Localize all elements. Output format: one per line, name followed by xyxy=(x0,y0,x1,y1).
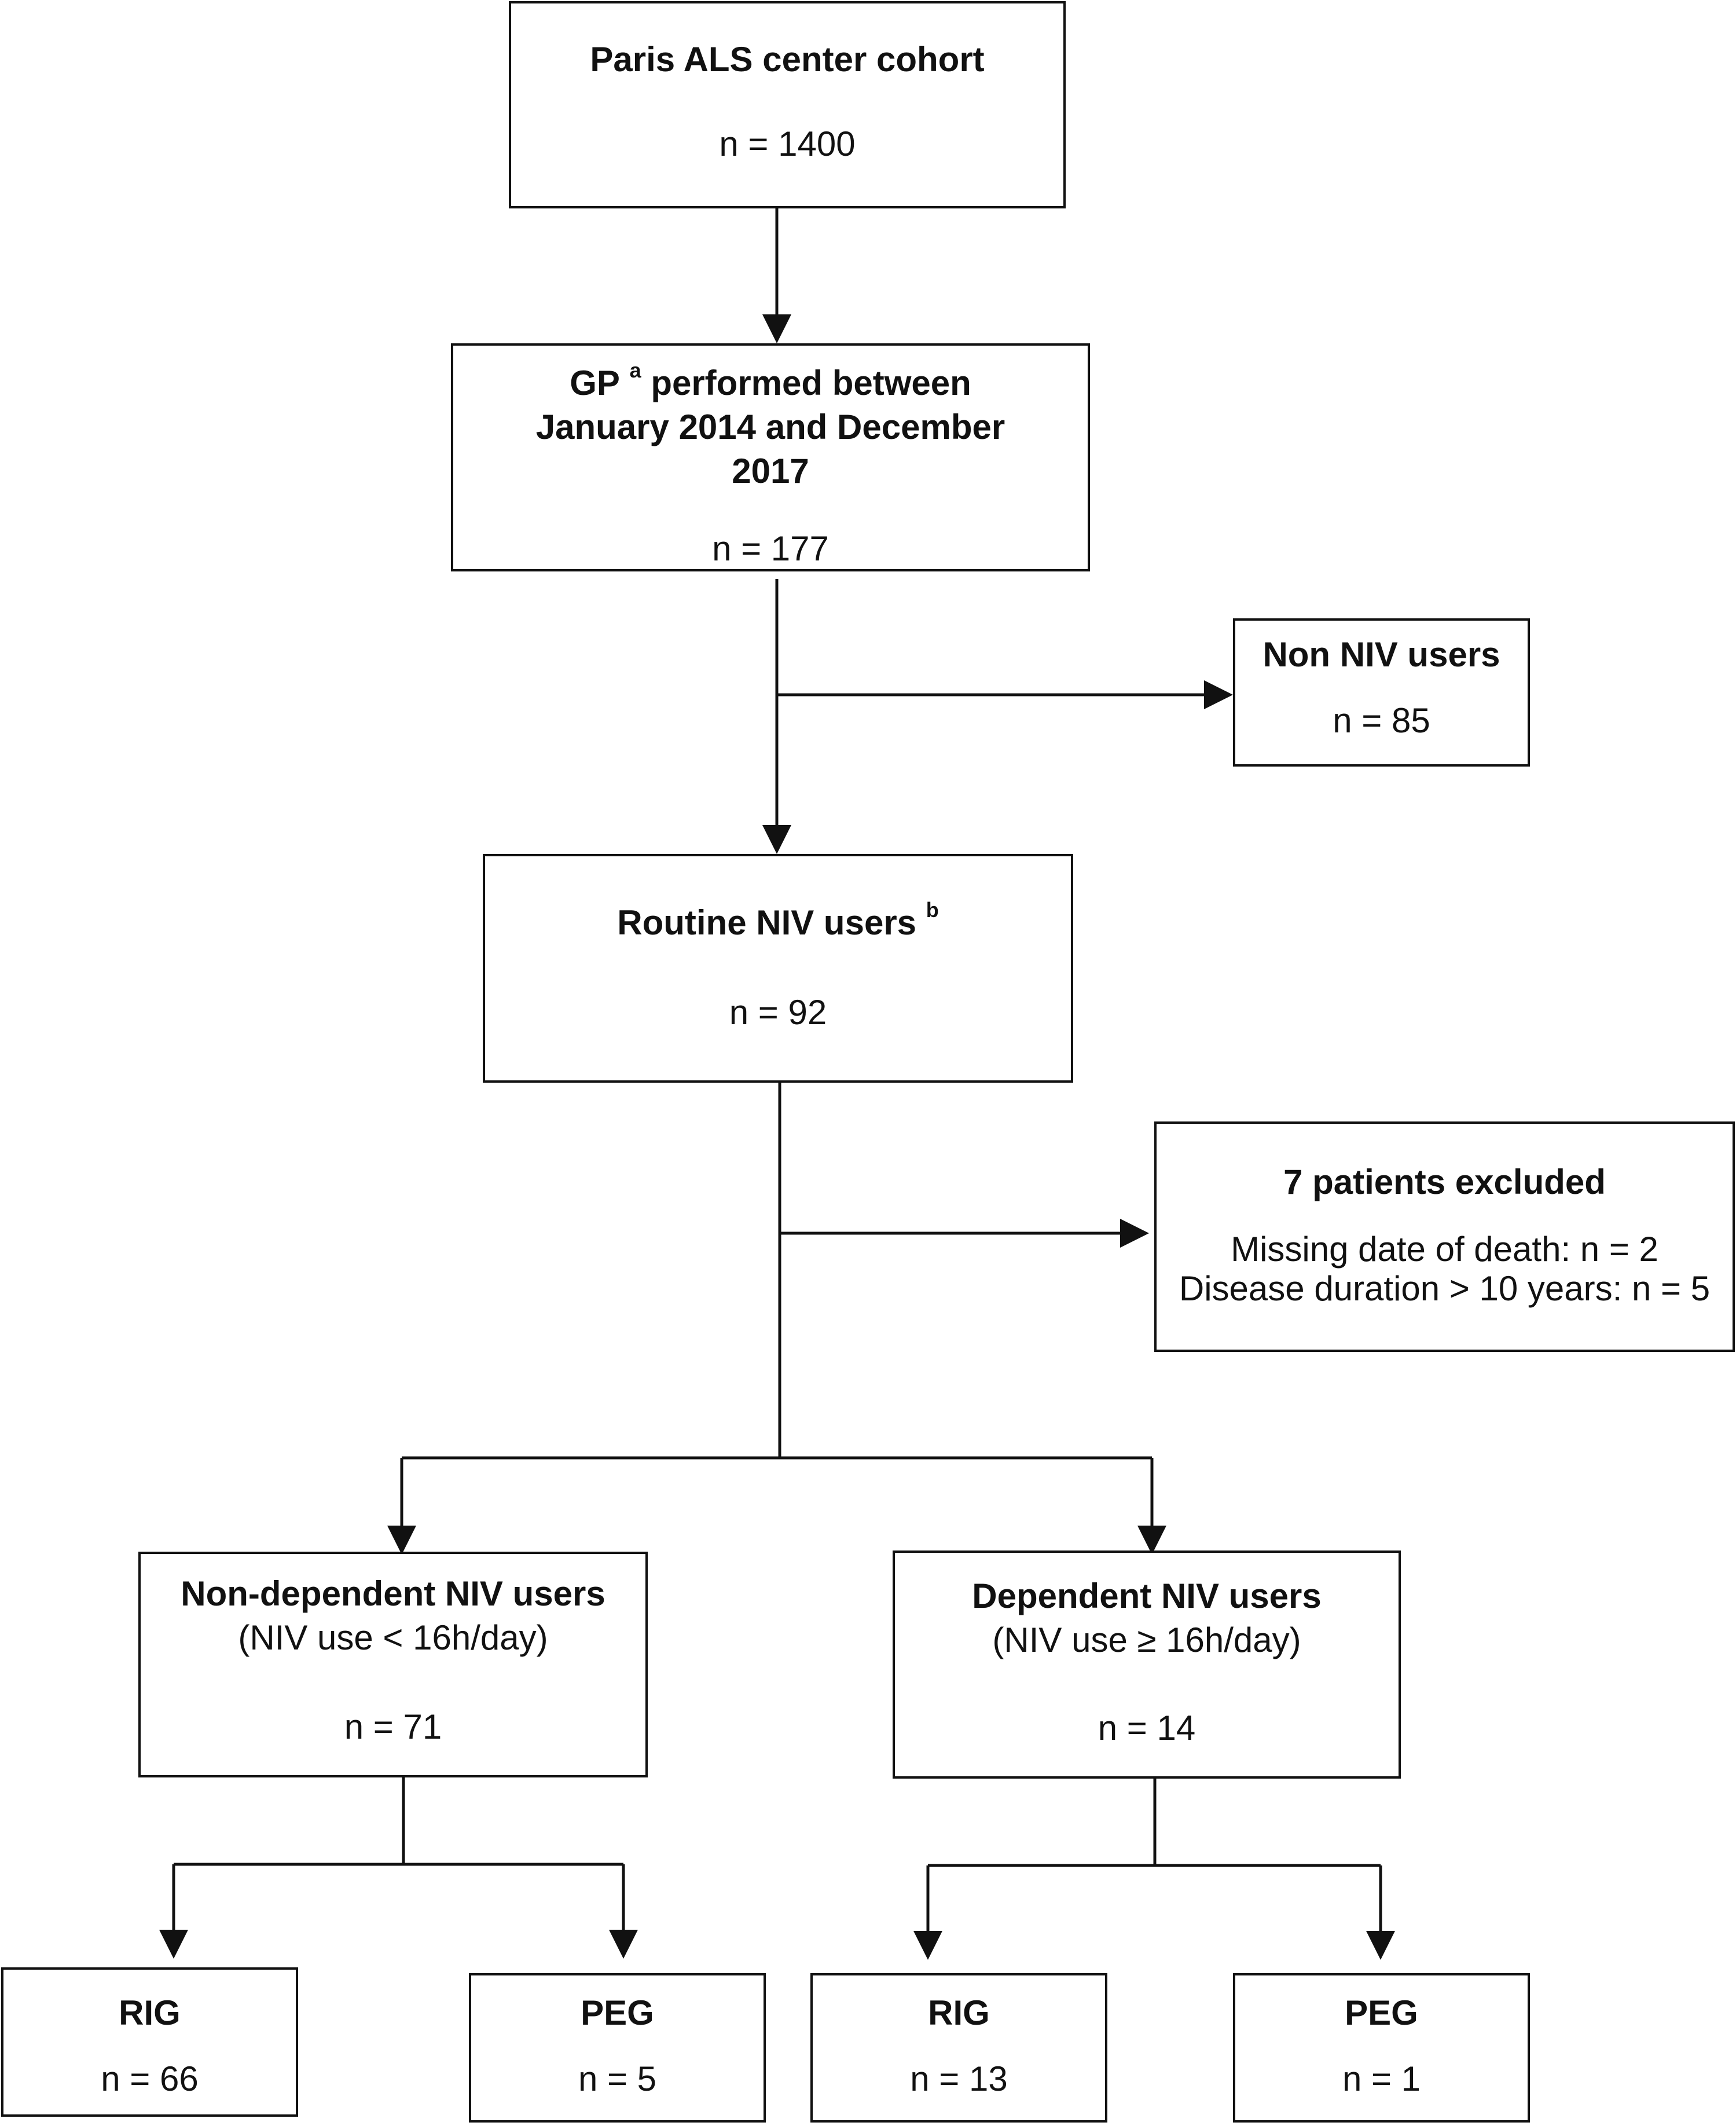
rig-non-dependent-box: RIG n = 66 xyxy=(1,1967,298,2117)
rig-dependent-title: RIG xyxy=(928,1993,990,2032)
non-dependent-box: Non-dependent NIV users (NIV use < 16h/d… xyxy=(138,1552,648,1777)
routine-title-text: Routine NIV users xyxy=(617,903,917,942)
gp-title-line3: 2017 xyxy=(732,452,809,490)
dependent-title: Dependent NIV users xyxy=(972,1577,1322,1615)
non-niv-box: Non NIV users n = 85 xyxy=(1233,618,1530,767)
gp-title-line1: GP a performed between xyxy=(453,358,1088,403)
rig-non-dependent-title: RIG xyxy=(119,1993,181,2032)
non-dependent-count: n = 71 xyxy=(344,1707,442,1746)
routine-footnote-b: b xyxy=(926,898,939,922)
peg-dependent-title: PEG xyxy=(1345,1993,1418,2032)
routine-title: Routine NIV users b xyxy=(485,898,1071,943)
routine-box: Routine NIV users b n = 92 xyxy=(483,854,1073,1083)
peg-non-dependent-box: PEG n = 5 xyxy=(469,1973,766,2123)
dependent-box: Dependent NIV users (NIV use ≥ 16h/day) … xyxy=(893,1550,1401,1779)
excluded-reason-duration: Disease duration > 10 years: n = 5 xyxy=(1179,1269,1711,1308)
rig-dependent-count: n = 13 xyxy=(910,2059,1008,2098)
peg-dependent-box: PEG n = 1 xyxy=(1233,1973,1530,2123)
routine-count: n = 92 xyxy=(729,993,827,1032)
peg-dependent-count: n = 1 xyxy=(1342,2059,1421,2098)
non-niv-title: Non NIV users xyxy=(1262,635,1500,674)
dependent-subtitle: (NIV use ≥ 16h/day) xyxy=(992,1621,1301,1659)
gp-footnote-a: a xyxy=(629,358,641,382)
cohort-box: Paris ALS center cohort n = 1400 xyxy=(509,1,1066,208)
gp-title-prefix: GP xyxy=(570,364,620,402)
gp-title-suffix: performed between xyxy=(651,364,971,402)
cohort-count: n = 1400 xyxy=(719,124,856,163)
rig-non-dependent-count: n = 66 xyxy=(101,2059,199,2098)
gp-box: GP a performed between January 2014 and … xyxy=(451,343,1090,571)
non-dependent-subtitle: (NIV use < 16h/day) xyxy=(238,1618,548,1657)
gp-count: n = 177 xyxy=(712,529,829,568)
rig-dependent-box: RIG n = 13 xyxy=(810,1973,1107,2123)
excluded-box: 7 patients excluded Missing date of deat… xyxy=(1154,1121,1735,1352)
cohort-title: Paris ALS center cohort xyxy=(590,40,985,79)
dependent-count: n = 14 xyxy=(1098,1709,1196,1747)
excluded-reason-death: Missing date of death: n = 2 xyxy=(1231,1230,1658,1269)
peg-non-dependent-count: n = 5 xyxy=(578,2059,657,2098)
non-niv-count: n = 85 xyxy=(1333,701,1430,740)
peg-non-dependent-title: PEG xyxy=(581,1993,654,2032)
non-dependent-title: Non-dependent NIV users xyxy=(181,1574,605,1613)
gp-title-line2: January 2014 and December xyxy=(535,408,1005,446)
excluded-title: 7 patients excluded xyxy=(1283,1163,1606,1201)
